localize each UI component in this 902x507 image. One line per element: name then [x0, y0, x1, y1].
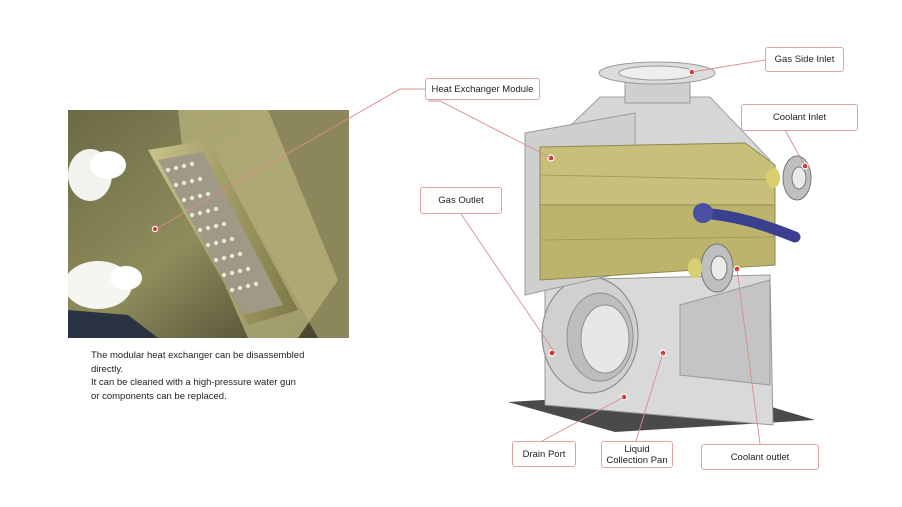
- callout-gas-side-inlet: Gas Side Inlet: [765, 47, 844, 72]
- photo-caption: The modular heat exchanger can be disass…: [91, 349, 361, 403]
- callout-label: Liquid Collection Pan: [606, 444, 667, 466]
- callout-drain-port: Drain Port: [512, 441, 576, 467]
- callout-coolant-outlet: Coolant outlet: [701, 444, 819, 470]
- callout-label: Gas Outlet: [438, 195, 483, 206]
- callout-coolant-inlet: Coolant Inlet: [741, 104, 858, 131]
- caption-line: The modular heat exchanger can be disass…: [91, 349, 361, 363]
- callout-heat-exchanger-module: Heat Exchanger Module: [425, 78, 540, 100]
- callout-label: Coolant outlet: [731, 452, 790, 463]
- callout-gas-outlet: Gas Outlet: [420, 187, 502, 214]
- callout-liquid-collection-pan: Liquid Collection Pan: [601, 441, 673, 468]
- callout-label: Gas Side Inlet: [775, 54, 835, 65]
- heat-exchanger-photo: [68, 110, 349, 338]
- callout-label: Drain Port: [523, 449, 566, 460]
- caption-line: directly.: [91, 363, 361, 377]
- caption-line: or components can be replaced.: [91, 390, 361, 404]
- callout-label: Heat Exchanger Module: [432, 84, 534, 95]
- callout-label: Coolant Inlet: [773, 112, 826, 123]
- caption-line: It can be cleaned with a high-pressure w…: [91, 376, 361, 390]
